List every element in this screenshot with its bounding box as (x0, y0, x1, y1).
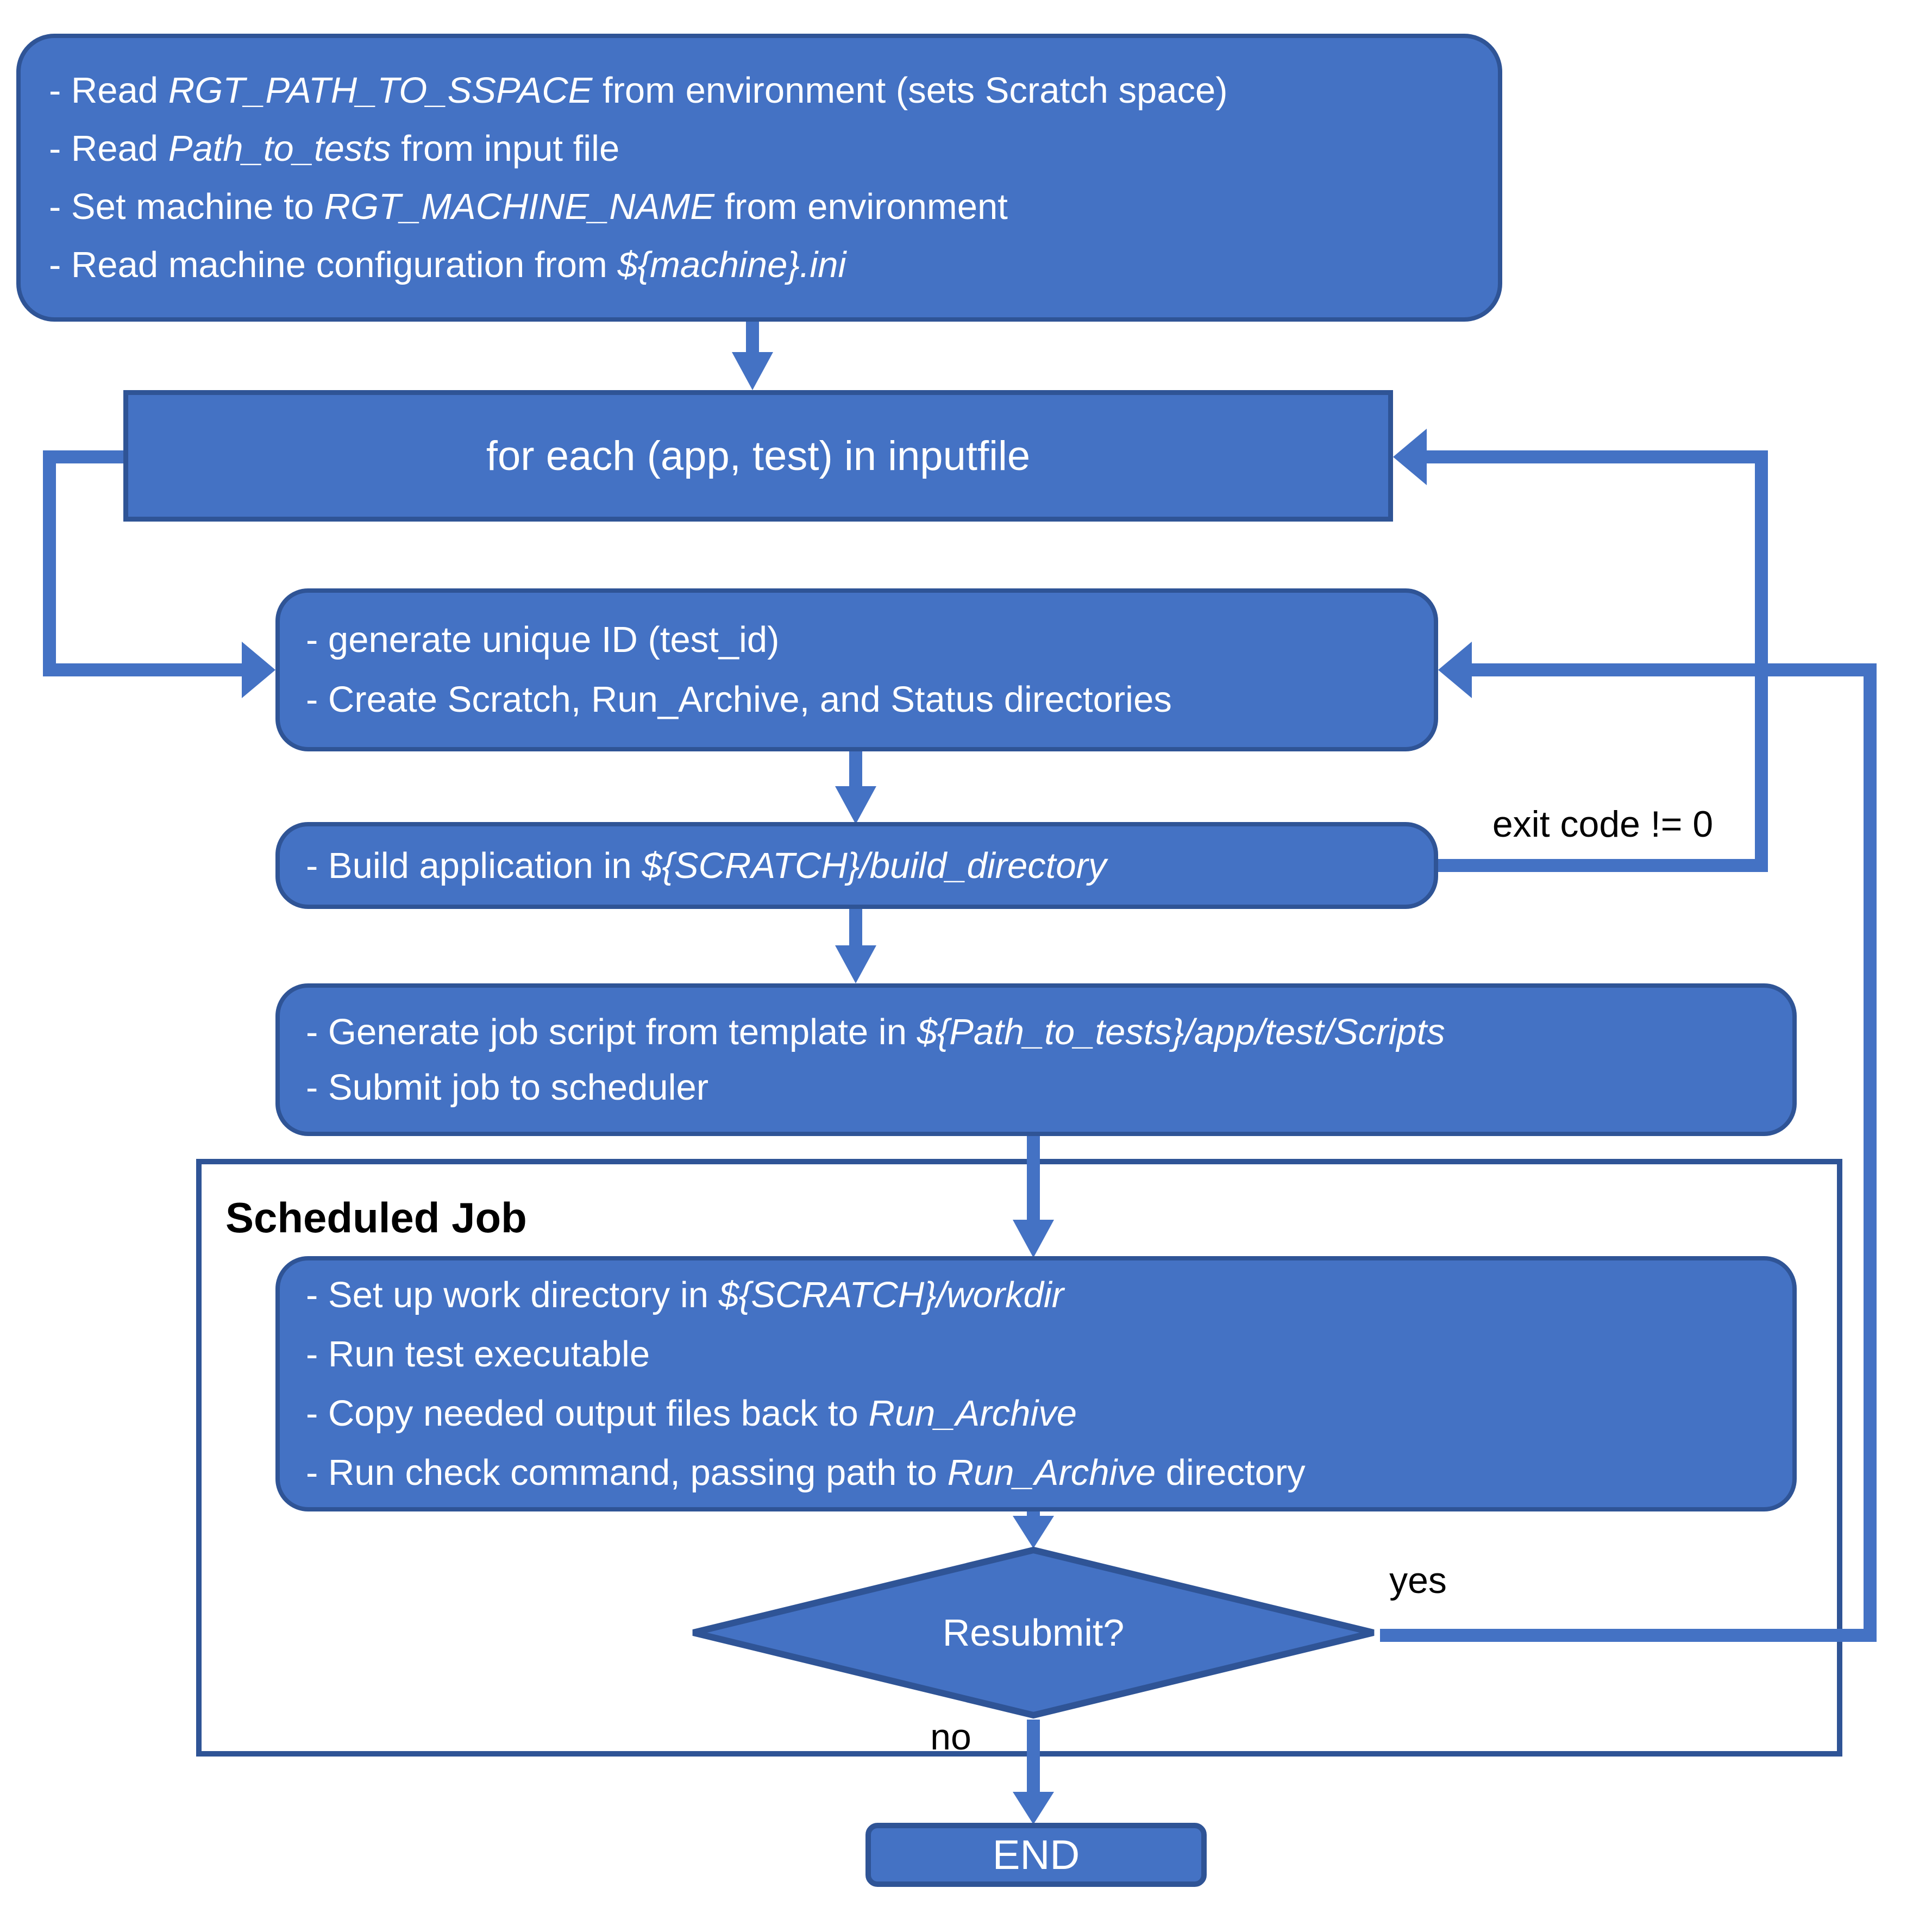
end-box: END (865, 1823, 1207, 1887)
yes-label: yes (1389, 1560, 1447, 1601)
yes-loop-vertical-segment (1864, 663, 1877, 1642)
jobscript-box: - Generate job script from template in $… (275, 983, 1797, 1136)
jobscript-line-1: - Generate job script from template in $… (306, 1011, 1445, 1052)
arrow-init-to-foreach (746, 322, 759, 352)
exitcode-loop-bottom-segment (1438, 859, 1768, 872)
loop-left-bottom-segment (43, 663, 242, 676)
end-label: END (992, 1831, 1080, 1878)
foreach-label: for each (app, test) in inputfile (486, 432, 1031, 479)
arrow-generate-to-build (849, 751, 862, 786)
init-box: - Read RGT_PATH_TO_SSPACE from environme… (16, 34, 1502, 322)
build-box: - Build application in ${SCRATCH}/build_… (275, 822, 1438, 909)
arrowhead-left-into-generate (242, 642, 275, 698)
arrowhead-jobscript-to-scheduled (1013, 1220, 1054, 1258)
arrowhead-decision-to-end (1013, 1792, 1054, 1824)
arrow-decision-to-end (1027, 1720, 1040, 1792)
scheduled-line-2: - Run test executable (306, 1334, 650, 1375)
no-label: no (930, 1716, 971, 1758)
yes-loop-bottom-segment (1380, 1629, 1877, 1642)
arrowhead-exitcode-into-foreach (1393, 429, 1427, 485)
exitcode-loop-vertical-segment (1755, 450, 1768, 872)
arrowhead-yes-into-generate (1438, 642, 1472, 698)
scheduled-line-1: - Set up work directory in ${SCRATCH}/wo… (306, 1275, 1064, 1315)
arrowhead-generate-to-build (835, 786, 876, 824)
diamond-shape (692, 1546, 1375, 1719)
init-line-2: - Read Path_to_tests from input file (49, 128, 620, 169)
loop-left-vertical-segment (43, 450, 56, 676)
build-line-1: - Build application in ${SCRATCH}/build_… (306, 845, 1107, 886)
loop-left-top-segment (49, 450, 123, 463)
foreach-box: for each (app, test) in inputfile (123, 390, 1393, 522)
arrow-jobscript-to-scheduled (1027, 1136, 1040, 1220)
resubmit-label: Resubmit? (942, 1611, 1125, 1654)
exit-code-label: exit code != 0 (1492, 804, 1714, 845)
jobscript-line-2: - Submit job to scheduler (306, 1067, 709, 1108)
init-line-3: - Set machine to RGT_MACHINE_NAME from e… (49, 186, 1008, 227)
arrow-scheduled-to-decision (1027, 1511, 1040, 1516)
init-line-4: - Read machine configuration from ${mach… (49, 244, 846, 285)
arrowhead-init-to-foreach (732, 352, 773, 390)
arrowhead-build-to-jobscript (835, 945, 876, 983)
generate-box: - generate unique ID (test_id) - Create … (275, 588, 1438, 751)
resubmit-decision-diamond: Resubmit? (689, 1546, 1378, 1720)
scheduled-work-box: - Set up work directory in ${SCRATCH}/wo… (275, 1256, 1797, 1511)
yes-loop-top-segment (1472, 663, 1877, 676)
scheduled-line-4: - Run check command, passing path to Run… (306, 1452, 1306, 1493)
exitcode-loop-top-segment (1427, 450, 1768, 463)
arrow-build-to-jobscript (849, 909, 862, 945)
generate-line-1: - generate unique ID (test_id) (306, 619, 780, 660)
scheduled-job-label: Scheduled Job (225, 1194, 527, 1241)
init-line-1: - Read RGT_PATH_TO_SSPACE from environme… (49, 70, 1228, 111)
generate-line-2: - Create Scratch, Run_Archive, and Statu… (306, 679, 1172, 720)
arrowhead-scheduled-to-decision (1013, 1516, 1054, 1548)
scheduled-line-3: - Copy needed output files back to Run_A… (306, 1393, 1077, 1434)
scheduled-job-container (196, 1159, 1842, 1757)
